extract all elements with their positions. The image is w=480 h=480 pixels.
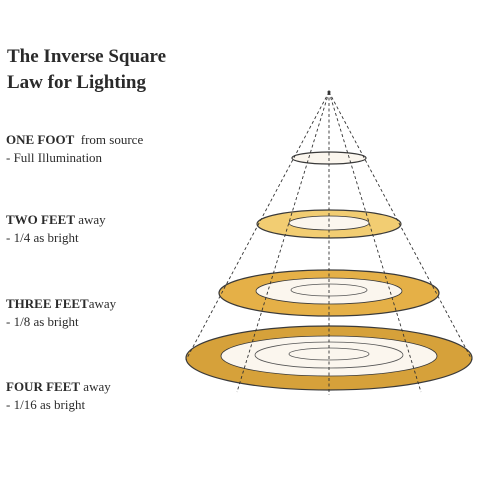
cone-line-outer-right bbox=[328, 91, 473, 361]
title-line-1: The Inverse Square bbox=[7, 46, 167, 67]
cone-line-inner-left bbox=[236, 91, 330, 393]
level-label-three-feet: THREE FEETaway - 1/8 as bright bbox=[6, 295, 116, 331]
diagram-title: The Inverse Square Law for Lighting bbox=[7, 44, 166, 96]
detail-two-feet: - 1/4 as bright bbox=[6, 230, 79, 245]
cone-line-outer-left bbox=[185, 91, 330, 361]
distance-two-feet: TWO FEET bbox=[6, 212, 75, 227]
detail-three-feet: - 1/8 as bright bbox=[6, 314, 79, 329]
detail-one-foot: - Full Illumination bbox=[6, 150, 103, 165]
suffix-one-foot: from source bbox=[80, 132, 144, 147]
detail-four-feet: - 1/16 as bright bbox=[6, 397, 86, 412]
distance-one-foot: ONE FOOT bbox=[6, 132, 75, 147]
title-line-2: Law for Lighting bbox=[7, 72, 147, 93]
level-label-two-feet: TWO FEET away - 1/4 as bright bbox=[6, 211, 106, 247]
cone-lines bbox=[185, 91, 473, 395]
suffix-four-feet: away bbox=[83, 379, 111, 394]
cone-line-inner-right bbox=[328, 91, 422, 393]
distance-three-feet: THREE FEET bbox=[6, 296, 89, 311]
level-label-one-foot: ONE FOOT from source - Full Illumination bbox=[6, 131, 143, 167]
disc-two-feet-inner bbox=[288, 215, 370, 231]
suffix-three-feet: away bbox=[88, 296, 117, 311]
level-label-four-feet: FOUR FEET away - 1/16 as bright bbox=[6, 378, 111, 414]
distance-four-feet: FOUR FEET bbox=[6, 379, 81, 394]
suffix-two-feet: away bbox=[78, 212, 106, 227]
